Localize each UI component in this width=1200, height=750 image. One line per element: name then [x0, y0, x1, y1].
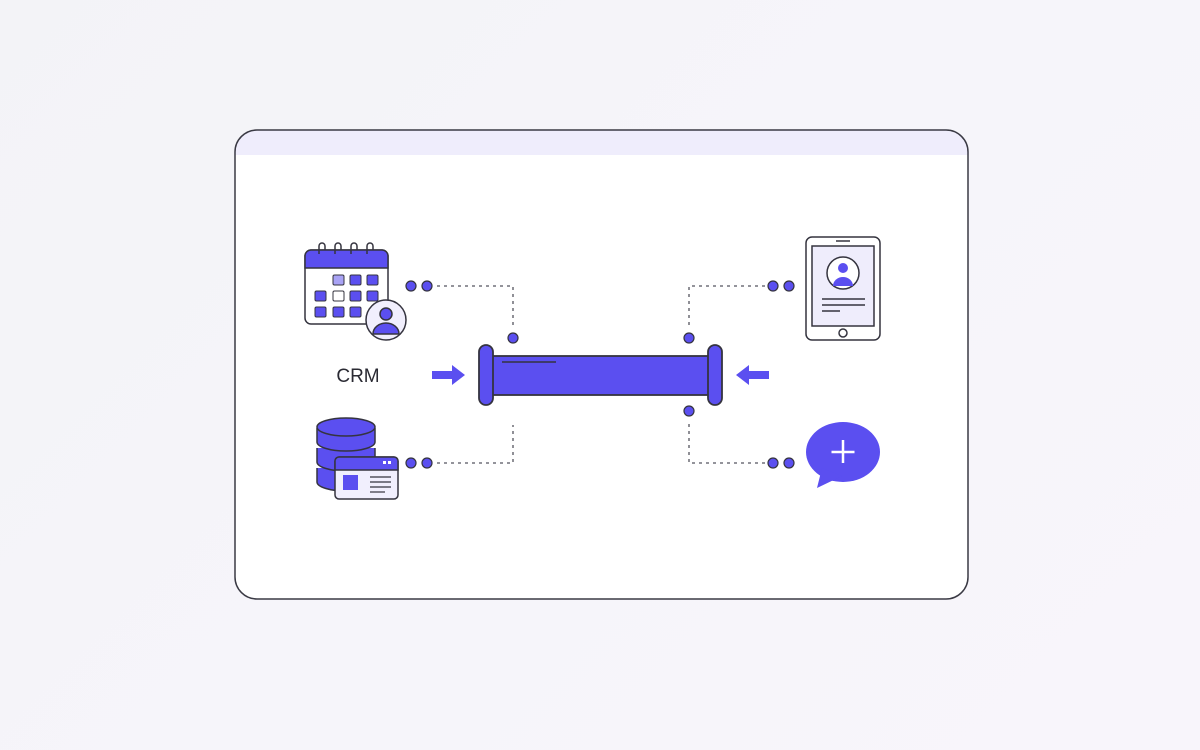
arrow-left-icon — [736, 365, 769, 385]
browser-window-icon — [334, 456, 399, 500]
card-header-band — [235, 130, 968, 155]
pipeline-icon — [478, 344, 723, 406]
user-avatar-icon — [365, 299, 407, 341]
crm-label: CRM — [336, 366, 379, 387]
arrow-right-icon — [432, 365, 465, 385]
tablet-profile-icon — [805, 236, 881, 341]
chat-add-icon — [806, 422, 880, 488]
calendar-icon — [304, 242, 389, 325]
connector-dots — [405, 280, 795, 469]
